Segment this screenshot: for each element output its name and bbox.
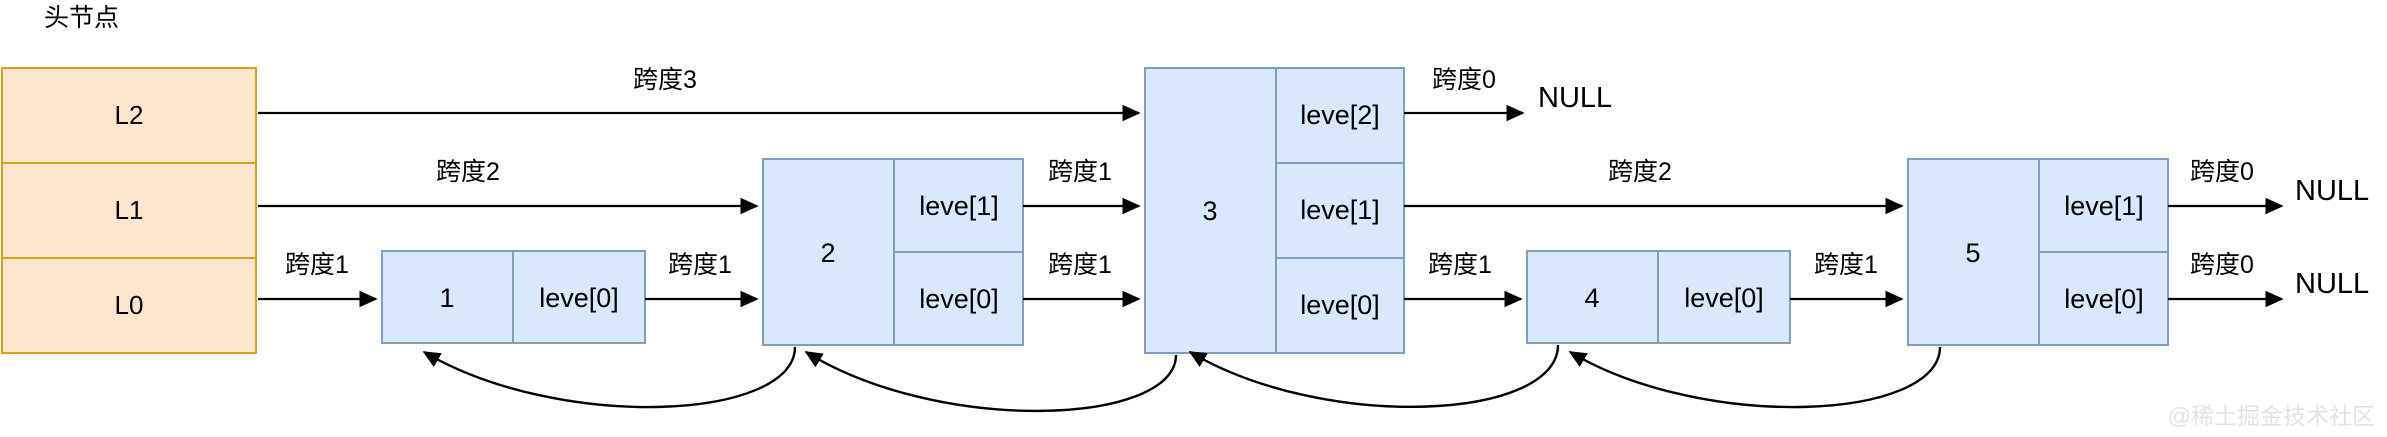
node-5-level0-cell xyxy=(2038,251,2169,346)
node-5-value: 5 xyxy=(1965,238,1980,268)
head-label-l2: L2 xyxy=(115,100,144,130)
node-1: 1 leve[0] xyxy=(381,250,646,344)
backpointer-node3-to-node2 xyxy=(804,350,1178,413)
node-2: 2 leve[1] leve[0] xyxy=(762,158,1024,346)
node-5-level0-label: leve[0] xyxy=(2064,284,2144,314)
node-5-level1-label: leve[1] xyxy=(2064,191,2144,221)
node-3-level0-label: leve[0] xyxy=(1300,290,1380,320)
span-label-n2-l1: 跨度1 xyxy=(1048,158,1112,186)
node-2-level0-cell xyxy=(893,251,1024,346)
span-label-n3-l0: 跨度1 xyxy=(1428,251,1492,279)
head-label-l1: L1 xyxy=(115,195,144,225)
head-cell-l0 xyxy=(1,257,257,354)
node-3-level0-cell xyxy=(1275,257,1405,354)
node-3-level1-label: leve[1] xyxy=(1300,195,1380,225)
node-2-value: 2 xyxy=(820,238,835,268)
span-label-n3-l1: 跨度2 xyxy=(1608,158,1672,186)
backpointer-node2-to-node1 xyxy=(422,346,797,409)
head-label-l0: L0 xyxy=(115,290,144,320)
node-3-value: 3 xyxy=(1202,196,1217,226)
null-label-l1: NULL xyxy=(2295,175,2369,207)
node-3: 3 leve[2] leve[1] leve[0] xyxy=(1144,67,1405,354)
head-node: L2 L1 L0 xyxy=(1,67,257,354)
node-4-value-cell xyxy=(1526,250,1659,344)
span-label-head-l1: 跨度2 xyxy=(436,158,500,186)
node-5-level1-cell xyxy=(2038,158,2169,253)
node-1-level0-cell xyxy=(512,250,646,344)
node-3-level2-cell xyxy=(1275,67,1405,164)
node-3-level1-cell xyxy=(1275,162,1405,259)
watermark: @稀土掘金技术社区 xyxy=(2168,403,2375,429)
node-2-level1-label: leve[1] xyxy=(919,191,999,221)
span-label-n5-l1: 跨度0 xyxy=(2190,158,2254,186)
span-label-n1-l0: 跨度1 xyxy=(668,251,732,279)
page-title: 头节点 xyxy=(44,4,119,32)
span-label-n3-l2: 跨度0 xyxy=(1432,66,1496,94)
node-5: 5 leve[1] leve[0] xyxy=(1907,158,2169,346)
node-2-level0-label: leve[0] xyxy=(919,284,999,314)
null-label-l0: NULL xyxy=(2295,268,2369,300)
backpointer-node5-to-node4 xyxy=(1568,346,1942,409)
node-2-value-cell xyxy=(762,158,895,346)
backpointer-node4-to-node3 xyxy=(1188,344,1560,408)
span-label-n2-l0: 跨度1 xyxy=(1048,251,1112,279)
span-label-head-l2: 跨度3 xyxy=(633,66,697,94)
node-4: 4 leve[0] xyxy=(1526,250,1791,344)
head-cell-l1 xyxy=(1,162,257,259)
head-cell-l2 xyxy=(1,67,257,164)
span-label-head-l0: 跨度1 xyxy=(285,251,349,279)
node-4-value: 4 xyxy=(1584,283,1599,313)
node-4-level0-label: leve[0] xyxy=(1684,283,1764,313)
span-label-n5-l0: 跨度0 xyxy=(2190,251,2254,279)
null-label-l2: NULL xyxy=(1538,82,1612,114)
span-label-n4-l0: 跨度1 xyxy=(1814,251,1878,279)
node-3-level2-label: leve[2] xyxy=(1300,100,1380,130)
node-1-level0-label: leve[0] xyxy=(539,283,619,313)
node-1-value: 1 xyxy=(439,283,454,313)
node-4-level0-cell xyxy=(1657,250,1791,344)
node-3-value-cell xyxy=(1144,67,1277,354)
